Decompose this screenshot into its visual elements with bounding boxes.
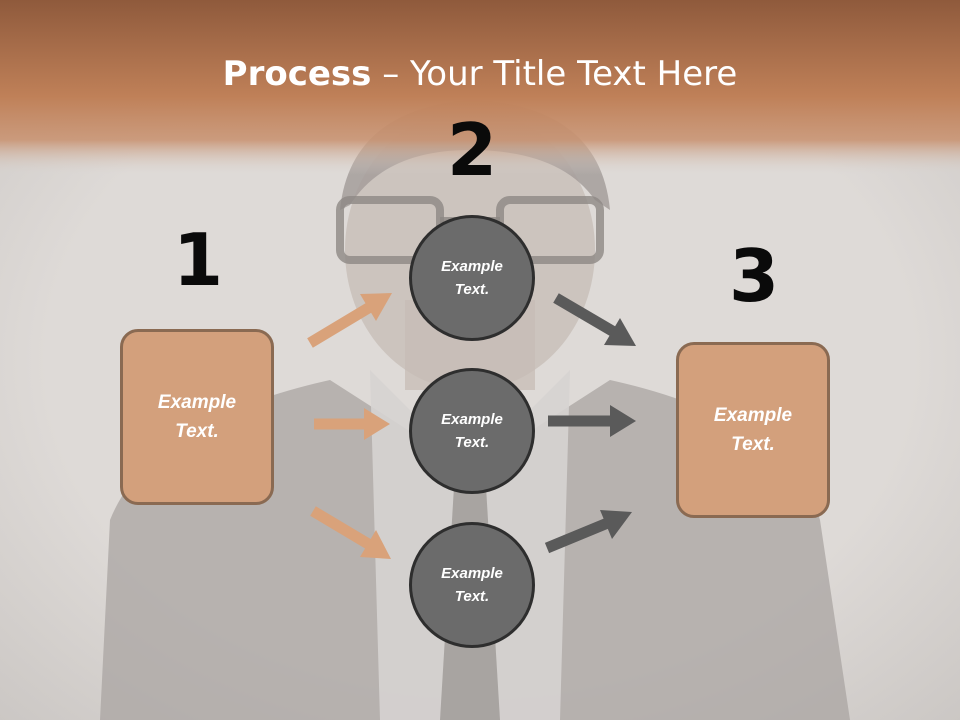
right-step-text-line2: Text. xyxy=(731,434,775,455)
circle-text: Example Text. xyxy=(441,408,503,454)
circle-text-line2: Text. xyxy=(454,281,490,298)
step-3-number: 3 xyxy=(728,234,780,318)
step-1-number: 1 xyxy=(172,218,224,302)
left-arrow-straight xyxy=(314,408,390,440)
step-2-number: 2 xyxy=(446,108,498,192)
middle-circle-center: Example Text. xyxy=(409,368,535,494)
right-arrow-straight xyxy=(548,405,636,437)
middle-circle-bottom: Example Text. xyxy=(409,522,535,648)
title-bold: Process xyxy=(222,54,372,94)
circle-text: Example Text. xyxy=(441,562,503,608)
left-step-text-line1: Example xyxy=(157,392,237,413)
left-step-text-line2: Text. xyxy=(175,421,219,442)
circle-text-line1: Example xyxy=(441,258,503,275)
middle-circle-top: Example Text. xyxy=(409,215,535,341)
circle-text-line1: Example xyxy=(441,565,503,582)
right-arrow-up xyxy=(544,510,632,554)
left-step-box: Example Text. xyxy=(120,329,274,505)
circle-text-line2: Text. xyxy=(454,588,490,605)
right-step-text: Example Text. xyxy=(714,401,792,459)
right-step-text-line1: Example xyxy=(713,405,793,426)
slide-title: Process – Your Title Text Here xyxy=(0,52,960,96)
right-step-box: Example Text. xyxy=(676,342,830,518)
circle-text: Example Text. xyxy=(441,255,503,301)
left-arrow-down xyxy=(310,506,391,559)
left-arrow-up xyxy=(307,293,392,348)
title-rest: Your Title Text Here xyxy=(410,54,738,94)
right-arrow-down xyxy=(553,293,636,346)
circle-text-line1: Example xyxy=(441,411,503,428)
left-step-text: Example Text. xyxy=(158,388,236,446)
title-dash: – xyxy=(371,54,411,94)
circle-text-line2: Text. xyxy=(454,434,490,451)
